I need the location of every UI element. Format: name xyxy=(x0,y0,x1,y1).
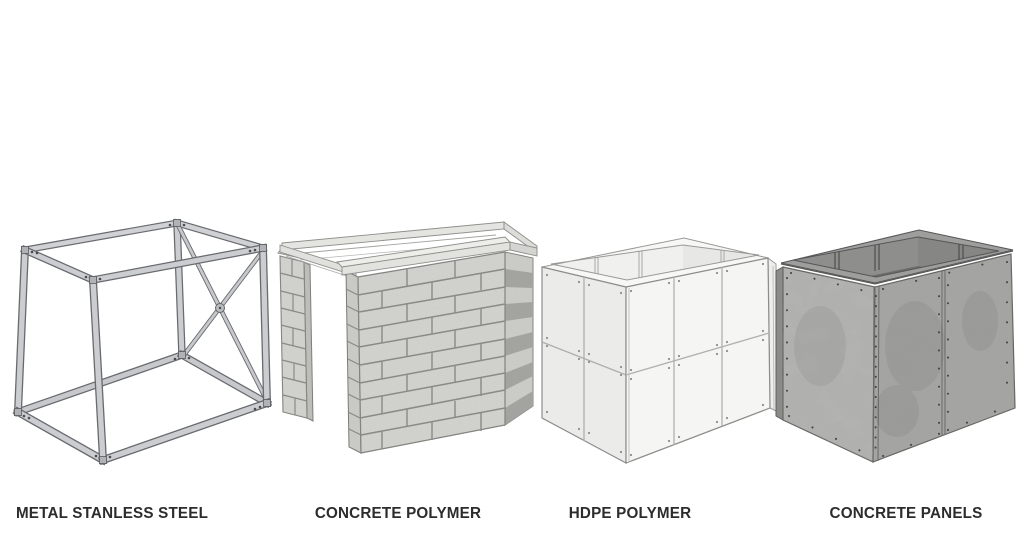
label-concrete-panels: CONCRETE PANELS xyxy=(829,505,983,522)
x-brace xyxy=(175,223,270,403)
right-wall-end xyxy=(504,251,534,426)
steel-frame xyxy=(12,218,273,466)
concrete-panel-box-illustration xyxy=(775,229,1016,463)
shading xyxy=(794,291,998,437)
label-hdpe-polymer: HDPE POLYMER xyxy=(568,505,692,522)
panel-seam xyxy=(941,270,946,436)
mortar-head-joints xyxy=(381,260,482,449)
left-seams xyxy=(541,277,627,441)
hdpe-panel-box-illustration xyxy=(541,237,779,465)
right-face xyxy=(794,253,1016,463)
top-rim xyxy=(780,229,1014,284)
corner-column xyxy=(277,247,314,422)
corner-bolts xyxy=(22,223,262,459)
left-edge-sliver xyxy=(775,266,784,421)
screws xyxy=(545,262,765,457)
concrete-block-box-illustration xyxy=(277,221,538,454)
brick-wall xyxy=(357,251,506,454)
label-metal-stainless-steel: METAL STANLESS STEEL xyxy=(15,505,209,522)
rim-underedge xyxy=(780,250,1014,285)
rivets xyxy=(786,258,1010,457)
corner-strip xyxy=(872,285,880,463)
label-concrete-polymer: CONCRETE POLYMER xyxy=(314,505,482,522)
corner-brackets xyxy=(14,219,271,464)
left-face xyxy=(541,266,627,465)
front-face xyxy=(625,257,771,464)
back-rim xyxy=(281,221,538,261)
front-seams xyxy=(625,267,770,445)
metal-frame-illustration xyxy=(12,218,273,466)
wall-side-joints xyxy=(345,288,362,436)
column-joints xyxy=(279,259,308,415)
coping xyxy=(336,236,538,276)
